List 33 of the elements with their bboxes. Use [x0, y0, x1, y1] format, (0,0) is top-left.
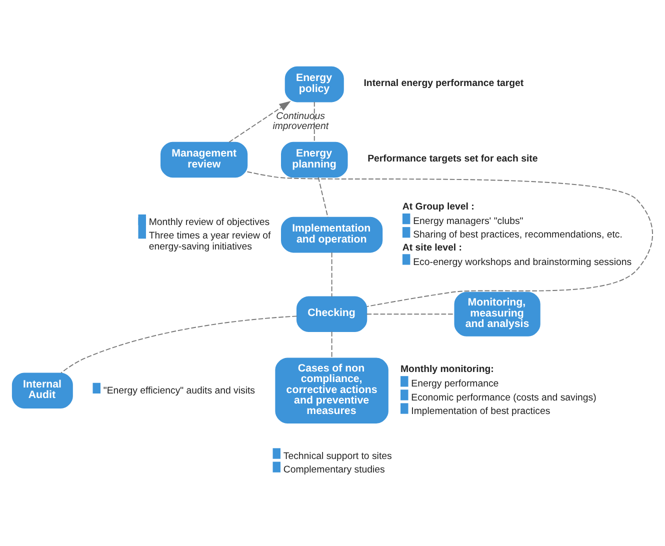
- node-label: Internal energy performance target: [364, 78, 524, 89]
- node-box: Energy policy: [284, 66, 344, 102]
- connector: [331, 252, 332, 297]
- connector: [60, 315, 298, 373]
- node-label: Implementation of best practices: [411, 405, 550, 416]
- node-label: Sharing of best practices, recommendations, etc.: [413, 229, 622, 240]
- node-label: Technical support to sites: [283, 450, 392, 462]
- node-label: Energy performance: [411, 378, 499, 390]
- arrow: [228, 100, 291, 142]
- node-label: At Group level :: [402, 201, 474, 212]
- node-label: Economic performance (costs and savings): [411, 392, 596, 403]
- node-label: Complementary studies: [283, 464, 385, 475]
- node-box: Management review: [160, 141, 248, 178]
- connector: [246, 170, 654, 307]
- node-label: Three times a year review of energy-saving initiatives: [148, 230, 271, 252]
- node-label: Energy managers' "clubs": [413, 216, 524, 227]
- node-box: Implementation and operation: [280, 216, 383, 252]
- node-label: Monthly monitoring:: [400, 364, 494, 375]
- node-box: Cases of non compliance, corrective actions and preventive measures: [275, 357, 388, 424]
- connector: [331, 330, 332, 358]
- connector: [314, 100, 315, 142]
- node-label: Eco-energy workshops and brainstorming sessions: [413, 256, 632, 268]
- edge-label: Continuous improvement: [272, 110, 329, 132]
- node-label: "Energy efficiency" audits and visits: [103, 385, 256, 396]
- connector: [318, 176, 328, 218]
- node-box: Checking: [296, 296, 368, 332]
- node-label: At site level :: [402, 242, 462, 253]
- node-label: Performance targets set for each site: [368, 153, 538, 164]
- node-box: Monitoring, measuring and analysis: [454, 291, 540, 336]
- node-box: Energy planning: [280, 141, 348, 178]
- node-box: Internal Audit: [12, 372, 73, 408]
- node-label: Monthly review of objectives: [148, 216, 270, 228]
- connector: [366, 313, 456, 314]
